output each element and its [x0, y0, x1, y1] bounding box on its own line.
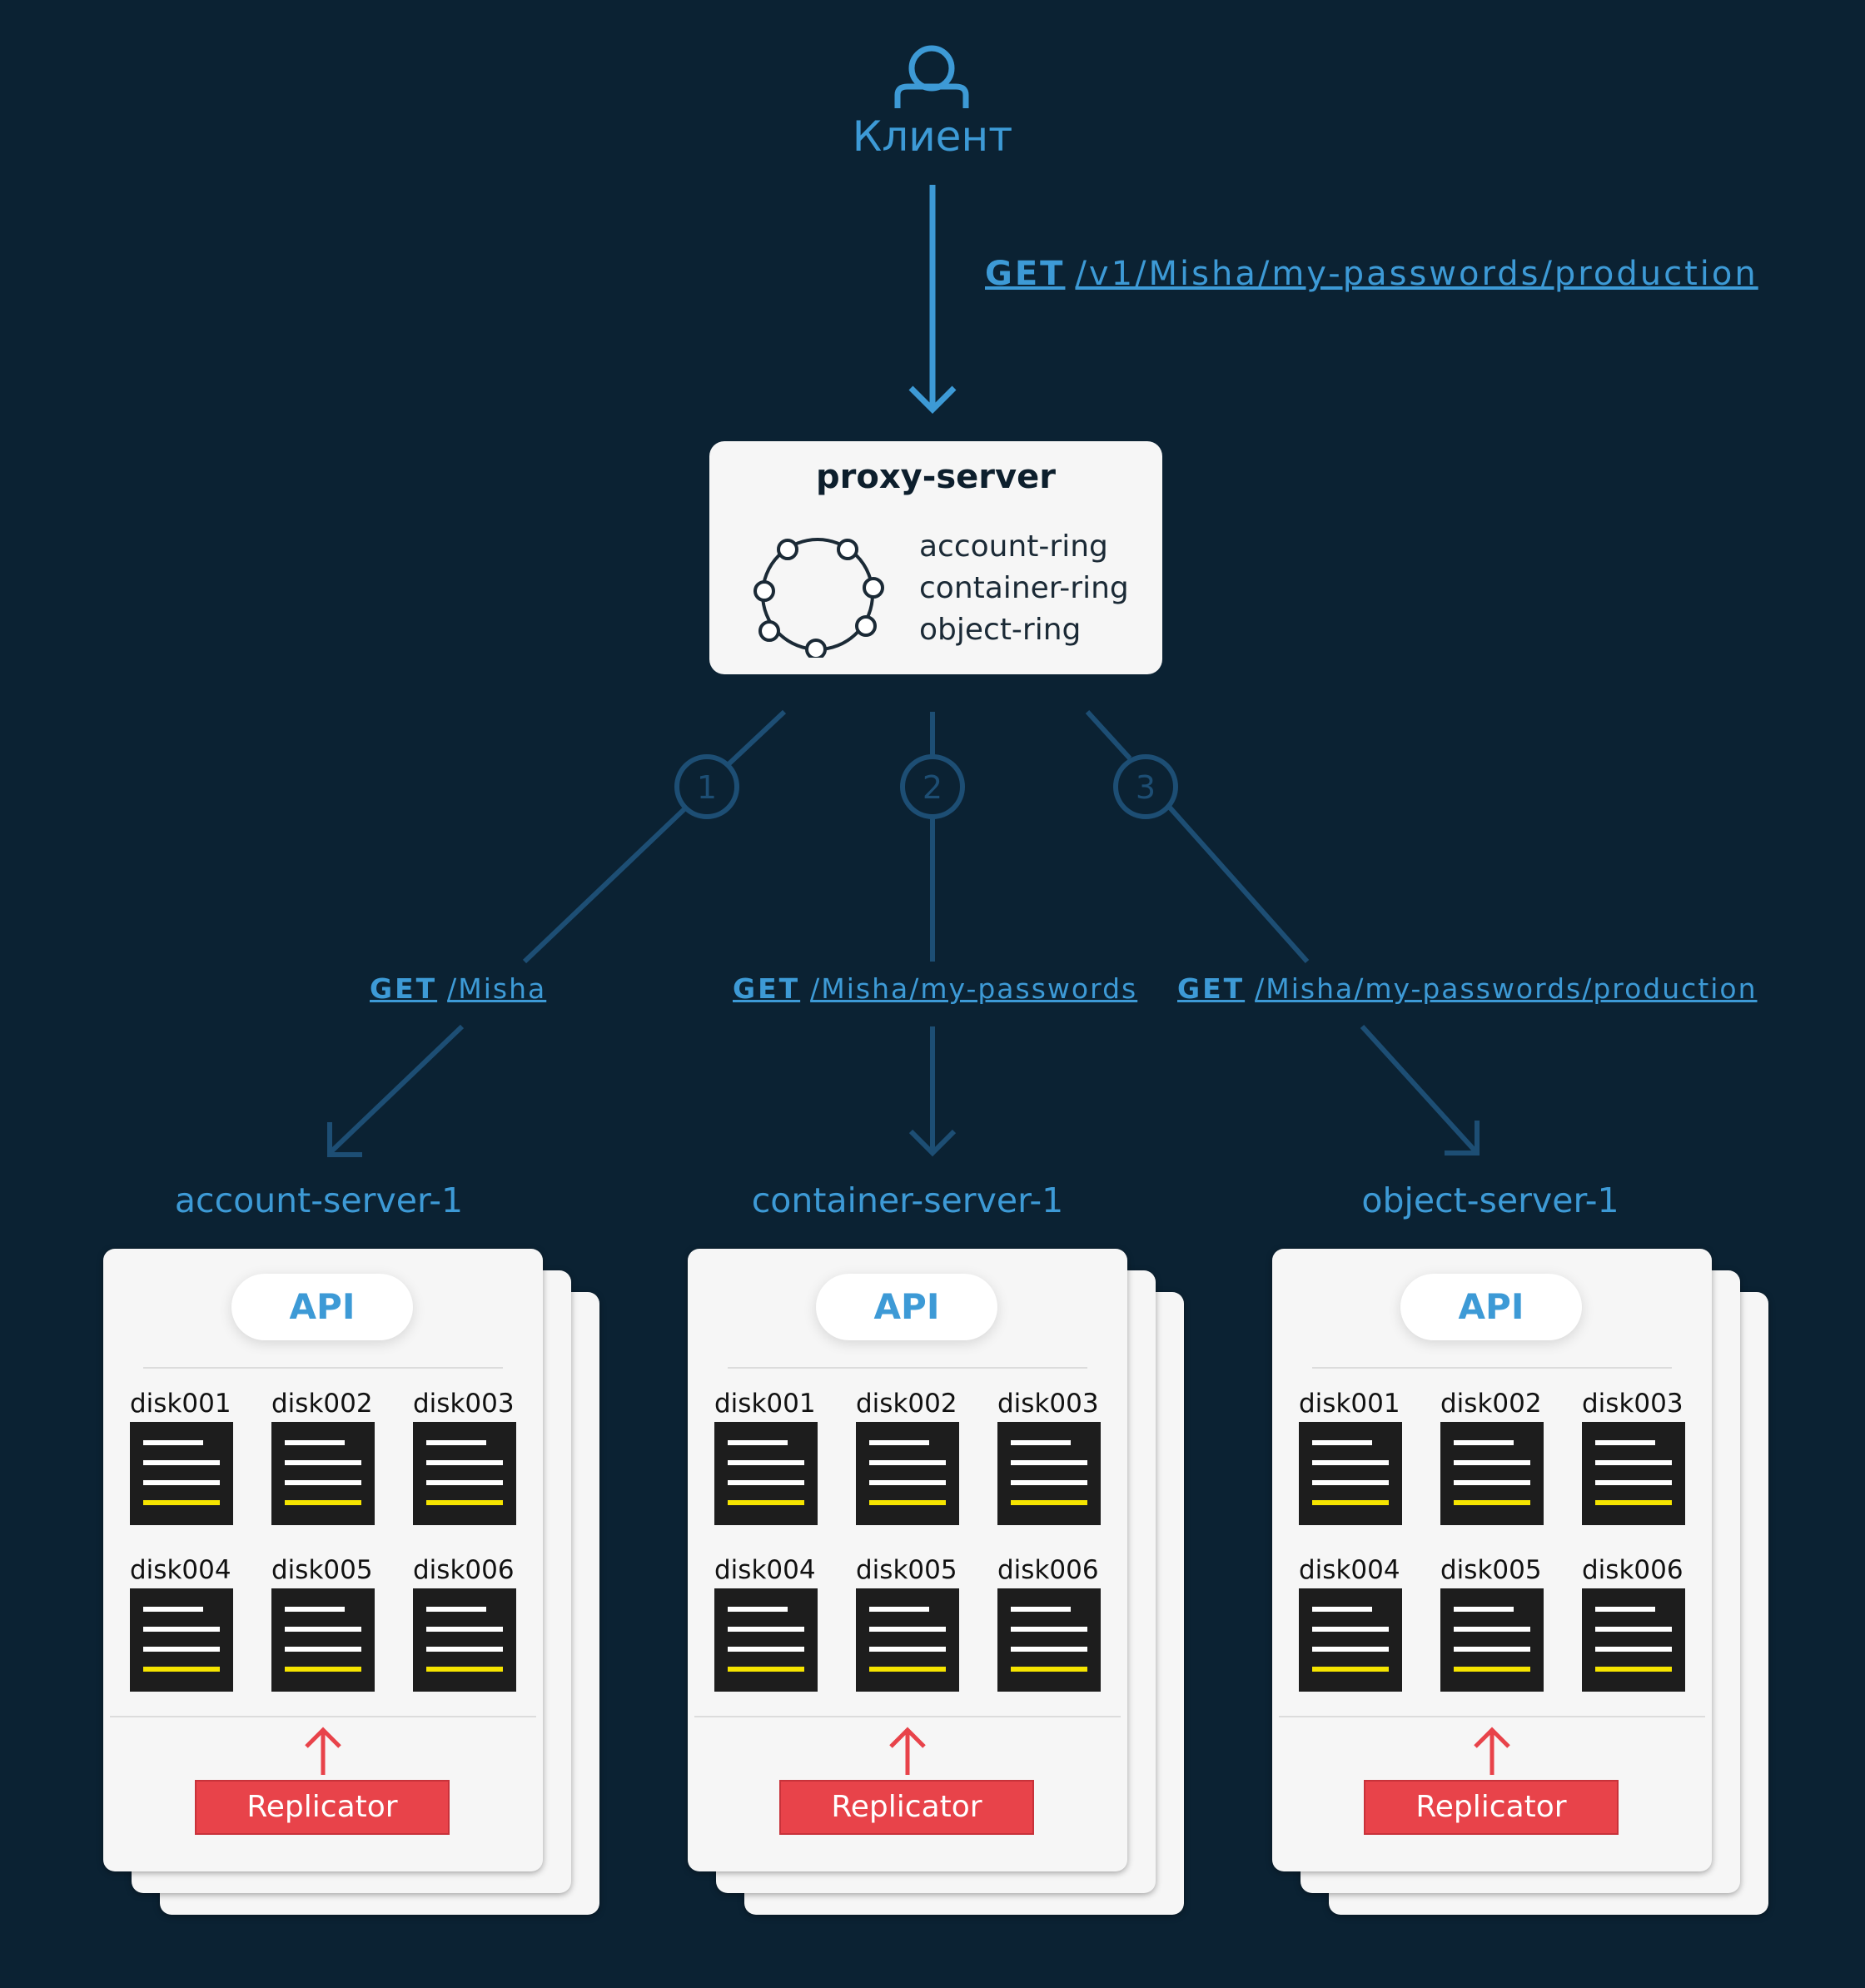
divider — [1279, 1716, 1705, 1717]
disk-icon[interactable] — [997, 1588, 1101, 1692]
account-server-title: account-server-1 — [174, 1180, 464, 1220]
step-1-request: GET/Misha — [370, 972, 546, 1005]
disk-label: disk005 — [271, 1555, 373, 1585]
server-card: API disk001 disk002 disk003 disk004 disk005 di… — [688, 1249, 1127, 1871]
disk-icon[interactable] — [1299, 1588, 1402, 1692]
proxy-server-title: proxy-server — [816, 458, 1056, 496]
disk-icon[interactable] — [714, 1422, 818, 1525]
step-3-connector — [1085, 709, 1480, 1156]
client-to-proxy-arrow — [908, 185, 957, 414]
disk-icon[interactable] — [271, 1588, 375, 1692]
step-1-connector — [327, 709, 787, 1157]
replication-arrow-icon — [1474, 1727, 1510, 1775]
replicator-button[interactable]: Replicator — [779, 1780, 1034, 1835]
step-3-method: GET — [1177, 972, 1246, 1005]
step-1-method: GET — [370, 972, 438, 1005]
divider — [110, 1716, 536, 1717]
step-3-request: GET/Misha/my-passwords/production — [1177, 972, 1758, 1005]
disk-icon[interactable] — [130, 1588, 233, 1692]
disk-icon[interactable] — [1440, 1422, 1544, 1525]
container-server-stack: API disk001 disk002 disk003 disk004 disk005 di… — [688, 1249, 1187, 1931]
object-server-stack: API disk001 disk002 disk003 disk004 disk005 di… — [1272, 1249, 1772, 1931]
disk-label: disk003 — [997, 1389, 1099, 1419]
disk-label: disk006 — [1582, 1555, 1683, 1585]
api-button[interactable]: API — [231, 1274, 413, 1340]
client-label: Клиент — [852, 112, 1013, 161]
disk-icon[interactable] — [130, 1422, 233, 1525]
container-server-title: container-server-1 — [751, 1180, 1064, 1220]
disk-icon[interactable] — [856, 1422, 959, 1525]
disk-label: disk004 — [1299, 1555, 1400, 1585]
replicator-button[interactable]: Replicator — [1364, 1780, 1619, 1835]
ring-object: object-ring — [919, 613, 1082, 647]
main-request: GET/v1/Misha/my-passwords/production — [985, 255, 1758, 293]
disk-label: disk002 — [856, 1389, 957, 1419]
step-3-number: 3 — [1136, 769, 1156, 806]
proxy-server-box: proxy-server account-ring container-ring… — [709, 441, 1162, 674]
step-2-badge — [900, 754, 965, 819]
step-3-badge — [1113, 754, 1178, 819]
replication-arrow-icon — [889, 1727, 926, 1775]
step-2-request: GET/Misha/my-passwords — [733, 972, 1137, 1005]
step-2-method: GET — [733, 972, 801, 1005]
ring-list: account-ring container-ring object-ring — [919, 526, 1129, 651]
disk-label: disk005 — [1440, 1555, 1542, 1585]
ring-account: account-ring — [919, 529, 1108, 564]
disk-icon[interactable] — [271, 1422, 375, 1525]
main-request-path: /v1/Misha/my-passwords/production — [1075, 255, 1758, 293]
disk-label: disk001 — [1299, 1389, 1400, 1419]
server-card: API disk001 disk002 disk003 disk004 disk005 di… — [103, 1249, 543, 1871]
step-2-path: /Misha/my-passwords — [810, 972, 1138, 1005]
disk-label: disk005 — [856, 1555, 957, 1585]
step-3-path: /Misha/my-passwords/production — [1255, 972, 1758, 1005]
server-card: API disk001 disk002 disk003 disk004 disk005 di… — [1272, 1249, 1712, 1871]
disk-icon[interactable] — [714, 1588, 818, 1692]
step-1-badge — [674, 754, 739, 819]
disk-label: disk004 — [130, 1555, 231, 1585]
disk-label: disk002 — [1440, 1389, 1542, 1419]
step-2-connector — [908, 712, 957, 1157]
disk-icon[interactable] — [856, 1588, 959, 1692]
disk-icon[interactable] — [413, 1422, 516, 1525]
ring-container: container-ring — [919, 571, 1129, 605]
api-button[interactable]: API — [816, 1274, 997, 1340]
disk-icon[interactable] — [413, 1588, 516, 1692]
disk-icon[interactable] — [997, 1422, 1101, 1525]
step-1-path: /Misha — [447, 972, 547, 1005]
account-server-stack: API disk001 disk002 disk003 disk004 disk005 di… — [103, 1249, 603, 1931]
ring-icon — [753, 538, 884, 658]
disk-icon[interactable] — [1582, 1588, 1685, 1692]
disk-label: disk003 — [413, 1389, 515, 1419]
disk-label: disk006 — [997, 1555, 1099, 1585]
disk-label: disk002 — [271, 1389, 373, 1419]
disk-icon[interactable] — [1299, 1422, 1402, 1525]
divider — [728, 1367, 1087, 1369]
divider — [143, 1367, 503, 1369]
disk-label: disk004 — [714, 1555, 816, 1585]
divider — [694, 1716, 1121, 1717]
step-2-number: 2 — [923, 769, 942, 806]
api-button[interactable]: API — [1400, 1274, 1582, 1340]
disk-label: disk001 — [130, 1389, 231, 1419]
disk-icon[interactable] — [1582, 1422, 1685, 1525]
main-request-method: GET — [985, 255, 1066, 293]
disk-label: disk006 — [413, 1555, 515, 1585]
step-1-number: 1 — [697, 769, 717, 806]
user-icon — [894, 45, 969, 108]
disk-icon[interactable] — [1440, 1588, 1544, 1692]
disk-label: disk001 — [714, 1389, 816, 1419]
replication-arrow-icon — [305, 1727, 341, 1775]
replicator-button[interactable]: Replicator — [195, 1780, 450, 1835]
disk-label: disk003 — [1582, 1389, 1683, 1419]
divider — [1312, 1367, 1672, 1369]
object-server-title: object-server-1 — [1361, 1180, 1619, 1220]
